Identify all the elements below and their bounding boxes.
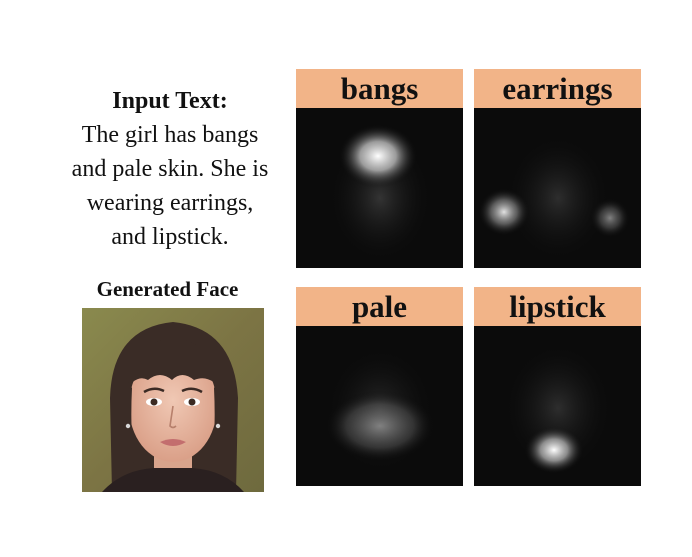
attention-map xyxy=(474,108,641,268)
panel-label: pale xyxy=(296,287,463,326)
input-text-title: Input Text: xyxy=(112,88,228,114)
input-text-line: The girl has bangs xyxy=(81,122,259,148)
attention-map xyxy=(296,108,463,268)
attention-map xyxy=(474,326,641,486)
generated-face-image xyxy=(82,308,264,492)
panel-label: lipstick xyxy=(474,287,641,326)
attention-map xyxy=(296,326,463,486)
input-text-line: and lipstick. xyxy=(111,224,229,250)
attention-panel-earrings: earrings xyxy=(474,69,641,268)
input-text-line: and pale skin. She is xyxy=(71,156,269,182)
panel-label: earrings xyxy=(474,69,641,108)
attention-panel-bangs: bangs xyxy=(296,69,463,268)
attention-panel-pale: pale xyxy=(296,287,463,486)
attention-panel-lipstick: lipstick xyxy=(474,287,641,486)
panel-label: bangs xyxy=(296,69,463,108)
input-text-block: Input Text: The girl has bangs and pale … xyxy=(40,84,300,254)
generated-face-title: Generated Face xyxy=(96,277,239,301)
face-illustration xyxy=(82,308,264,492)
input-text-line: wearing earrings, xyxy=(86,190,254,216)
